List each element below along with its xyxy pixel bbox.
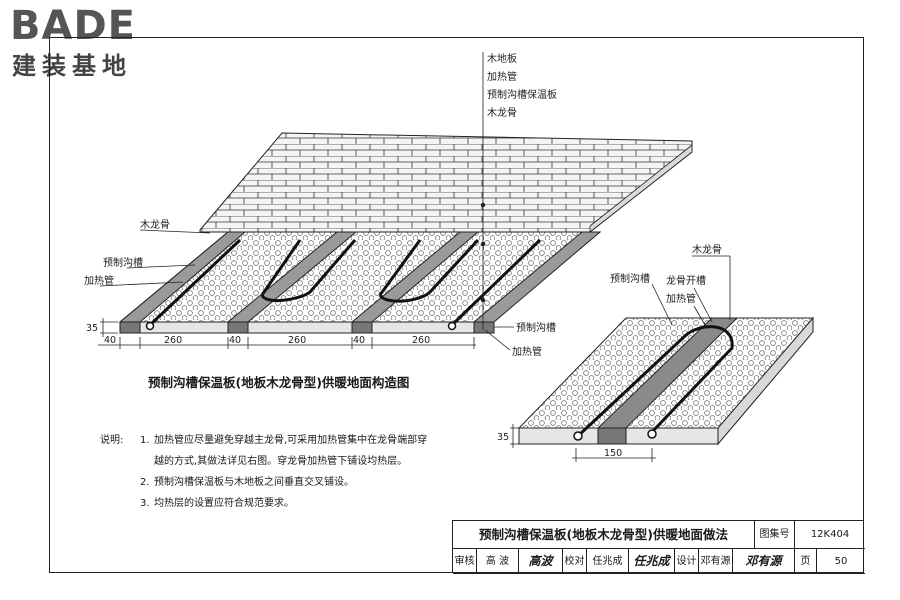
right-keel-label: 木龙骨	[692, 243, 722, 256]
stack-label-pipe: 加热管	[487, 70, 517, 83]
title-block: 预制沟槽保温板(地板木龙骨型)供暖地面做法 图集号 12K404 审核 高 波 …	[452, 520, 865, 574]
note-text-3: 均热层的设置应符合规范要求。	[154, 498, 294, 509]
right-pipe-label: 加热管	[666, 292, 696, 305]
pipe-ends	[145, 321, 457, 331]
left-leader-lines	[99, 52, 514, 351]
reviewer-signature: 高波	[519, 549, 563, 574]
page-label: 页	[795, 549, 817, 574]
note-text-2: 预制沟槽保温板与木地板之间垂直交叉铺设。	[154, 477, 354, 488]
left-pipe-label: 加热管	[84, 274, 114, 287]
logo-wordmark: BADE	[10, 3, 136, 49]
bottom-groove-label: 预制沟槽	[516, 321, 556, 334]
note-num-3: 3.	[140, 498, 150, 509]
designer-name: 邓有源	[699, 549, 733, 574]
note-num-1: 1.	[140, 435, 150, 446]
design-label: 设计	[675, 549, 699, 574]
atlas-label: 图集号	[755, 521, 795, 549]
logo-subtitle: 建装基地	[12, 52, 132, 80]
note-text-1b: 越的方式,其做法详见右图。穿龙骨加热管下铺设均热层。	[154, 456, 408, 467]
left-dimension-lines	[98, 318, 476, 349]
notes-prefix: 说明:	[100, 435, 124, 446]
note-item-3: 3. 均热层的设置应符合规范要求。	[100, 493, 480, 514]
dim-seg-4: 260	[288, 335, 306, 346]
left-groove-label: 预制沟槽	[103, 256, 143, 269]
dim-seg-6: 260	[412, 335, 430, 346]
heating-pipes	[148, 238, 542, 327]
left-height-dim: 35	[86, 323, 98, 334]
right-keel-slot-label: 龙骨开槽	[666, 274, 706, 287]
checker-name: 任兆成	[587, 549, 629, 574]
review-label: 审核	[453, 549, 477, 574]
note-text-1a: 加热管应尽量避免穿越主龙骨,可采用加热管集中在龙骨端部穿	[154, 435, 428, 446]
right-width-dim: 150	[604, 448, 622, 459]
dim-seg-3: 40	[229, 335, 241, 346]
dim-seg-1: 40	[104, 335, 116, 346]
checker-signature: 任兆成	[629, 549, 675, 574]
reviewer-name: 高 波	[477, 549, 519, 574]
dim-seg-2: 260	[164, 335, 182, 346]
bottom-pipe-label: 加热管	[512, 345, 542, 358]
detail-keel	[596, 317, 739, 445]
left-keel-label: 木龙骨	[140, 218, 170, 231]
page-number: 50	[817, 549, 865, 574]
dim-seg-5: 40	[353, 335, 365, 346]
note-item-1: 说明: 1. 加热管应尽量避免穿越主龙骨,可采用加热管集中在龙骨端部穿	[100, 430, 480, 451]
notes: 说明: 1. 加热管应尽量避免穿越主龙骨,可采用加热管集中在龙骨端部穿 越的方式…	[100, 430, 480, 514]
designer-signature: 邓有源	[733, 549, 795, 574]
right-groove-label: 预制沟槽	[610, 272, 650, 285]
right-height-dim: 35	[497, 432, 509, 443]
title-block-title: 预制沟槽保温板(地板木龙骨型)供暖地面做法	[453, 521, 755, 549]
stack-label-floor: 木地板	[487, 52, 517, 65]
drawing-caption: 预制沟槽保温板(地板木龙骨型)供暖地面构造图	[148, 375, 410, 390]
detail-pipe-ends	[573, 429, 657, 441]
wood-floor	[199, 132, 693, 233]
bade-logo: BADE 建装基地	[8, 4, 178, 84]
stack-label-keel: 木龙骨	[487, 106, 517, 119]
note-item-2: 2. 预制沟槽保温板与木地板之间垂直交叉铺设。	[100, 472, 480, 493]
drawing-frame	[49, 37, 864, 573]
detail-pipe	[576, 325, 734, 438]
wood-floor-edge	[589, 144, 693, 233]
stack-label-board: 预制沟槽保温板	[487, 88, 557, 101]
note-num-2: 2.	[140, 477, 150, 488]
check-label: 校对	[563, 549, 587, 574]
right-leader-lines	[510, 255, 731, 462]
atlas-number: 12K404	[795, 521, 865, 549]
